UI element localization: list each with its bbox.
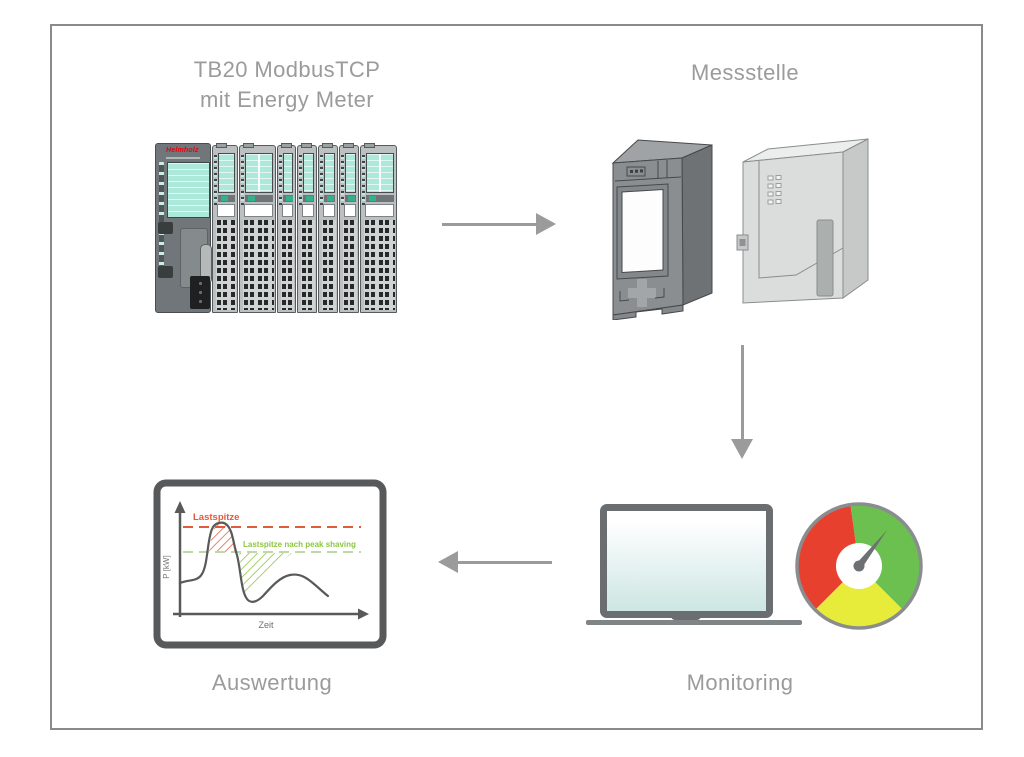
terminal-block xyxy=(322,220,336,310)
x-axis-label: Zeit xyxy=(258,620,274,630)
peak-label: Lastspitze xyxy=(193,512,239,523)
gauge-needle xyxy=(856,529,888,569)
io-module xyxy=(339,143,359,313)
load-curve xyxy=(178,521,330,603)
ethernet-port xyxy=(158,222,173,234)
shaved-area-green xyxy=(239,553,292,594)
gauge-red-sector xyxy=(797,504,859,610)
y-axis-arrow-icon xyxy=(174,501,186,513)
io-module xyxy=(277,143,296,313)
terminal-block xyxy=(281,220,294,310)
tb20-title: TB20 ModbusTCP mit Energy Meter xyxy=(137,55,437,115)
gauge-green-sector xyxy=(850,504,921,610)
io-module xyxy=(318,143,338,313)
messstelle-title: Messstelle xyxy=(691,60,799,85)
arrow-right-icon xyxy=(536,213,556,235)
meter-light-icon xyxy=(736,138,869,304)
arrow-monitoring-to-auswertung xyxy=(438,551,552,573)
device-brand-label: Helmholz xyxy=(166,147,199,154)
arrow-messstelle-to-monitoring xyxy=(731,345,753,459)
label-display xyxy=(167,162,210,218)
arrow-tb20-to-messstelle xyxy=(442,213,556,235)
laptop-base xyxy=(586,620,802,625)
arrow-down-icon xyxy=(731,439,753,459)
gauge-needle-hub xyxy=(853,560,865,572)
gauge-ring xyxy=(795,502,923,630)
monitoring-title: Monitoring xyxy=(686,670,794,695)
terminal-block xyxy=(216,220,236,310)
ethernet-port xyxy=(158,266,173,278)
status-led-column xyxy=(159,162,164,266)
io-module xyxy=(239,143,276,313)
io-module xyxy=(212,143,238,313)
laptop-latch xyxy=(671,615,701,620)
io-module-row xyxy=(212,143,397,315)
gauge-yellow-sector xyxy=(815,566,903,628)
terminal-block xyxy=(301,220,315,310)
device-model-text xyxy=(166,157,200,159)
tb20-title-line1: TB20 ModbusTCP xyxy=(193,57,381,82)
messstelle-meters xyxy=(611,138,869,320)
shaved-label: Lastspitze nach peak shaving xyxy=(243,540,356,549)
terminal-block xyxy=(243,220,274,310)
gauge-icon xyxy=(795,502,923,630)
x-axis-arrow-icon xyxy=(358,608,369,620)
terminal-block xyxy=(343,220,357,310)
auswertung-title: Auswertung xyxy=(211,670,333,695)
tb20-head-module: Helmholz xyxy=(155,143,212,313)
arrow-left-icon xyxy=(438,551,458,573)
auswertung-chart: Lastspitze Lastspitze nach peak shaving … xyxy=(153,479,387,649)
power-connector xyxy=(190,276,210,309)
laptop-icon xyxy=(600,504,773,618)
tb20-title-line2: mit Energy Meter xyxy=(200,87,374,112)
y-axis-label: P [kW] xyxy=(162,555,171,578)
meter-dark-icon xyxy=(611,139,713,320)
terminal-block xyxy=(364,220,395,310)
io-module xyxy=(297,143,317,313)
tb20-device: Helmholz xyxy=(155,143,401,315)
io-module xyxy=(360,143,397,313)
